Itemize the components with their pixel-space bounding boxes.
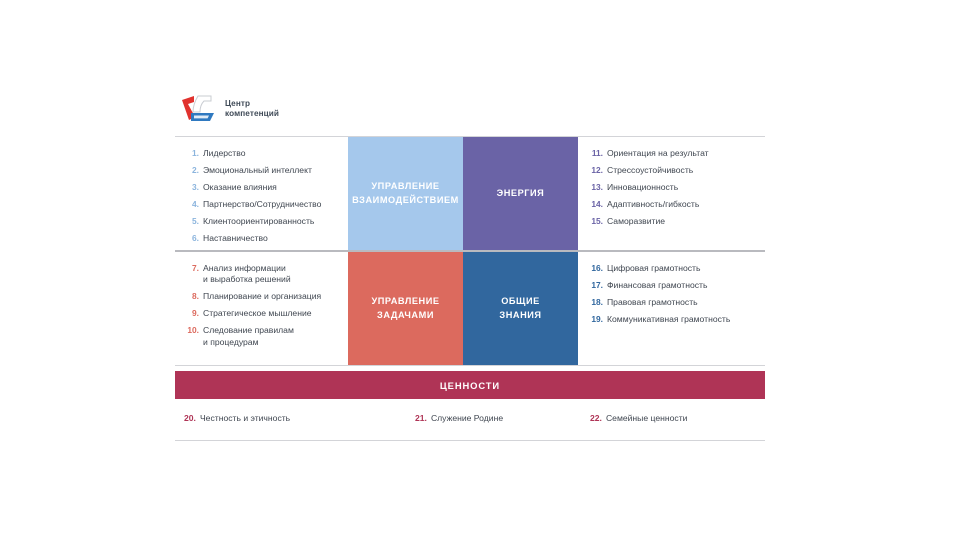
item-label: Честность и этичность: [199, 413, 291, 423]
item-number: 13.: [591, 181, 603, 192]
tile-energy[interactable]: ЭНЕРГИЯ: [463, 137, 578, 250]
matrix-middle-divider: [175, 250, 765, 252]
list-item: 17. Финансовая грамотность: [588, 280, 765, 291]
item-label: Эмоциональный интеллект: [203, 164, 312, 175]
values-items-row: 20. Честность и этичность 21. Служение Р…: [175, 413, 765, 435]
brand-logo: Центр компетенций: [178, 93, 279, 125]
centr-kompetenciy-logo-icon: [178, 93, 218, 125]
list-item: 4. Партнерство/Сотрудничество: [184, 199, 344, 210]
item-number: 8.: [192, 291, 199, 302]
item-number: 21.: [415, 413, 427, 423]
interaction-items-list: 1. Лидерство 2. Эмоциональный интеллект …: [175, 137, 348, 250]
item-label: Финансовая грамотность: [607, 279, 708, 290]
item-label: Ориентация на результат: [607, 148, 709, 158]
list-item: 20. Честность и этичность: [175, 413, 415, 435]
item-label: Анализ информации и выработка решений: [203, 263, 291, 285]
item-label: Стратегическое мышление: [203, 308, 312, 319]
tile-knowledge[interactable]: ОБЩИЕ ЗНАНИЯ: [463, 252, 578, 365]
item-label: Стрессоустойчивость: [607, 164, 694, 175]
item-number: 4.: [192, 198, 199, 209]
tasks-items-list: 7. Анализ информации и выработка решений…: [175, 252, 348, 365]
list-item: 5. Клиентоориентированность: [184, 216, 344, 227]
list-item: 21. Служение Родине: [415, 413, 590, 435]
item-number: 7.: [192, 263, 199, 273]
list-item: 6. Наставничество: [184, 233, 344, 244]
list-item: 13. Инновационность: [588, 182, 765, 193]
item-number: 22.: [590, 413, 602, 423]
matrix-row-bottom: 7. Анализ информации и выработка решений…: [175, 252, 765, 365]
matrix-row-top: 1. Лидерство 2. Эмоциональный интеллект …: [175, 137, 765, 250]
values-band[interactable]: ЦЕННОСТИ: [175, 371, 765, 399]
list-item: 12. Стрессоустойчивость: [588, 165, 765, 176]
list-item: 22. Семейные ценности: [590, 413, 765, 435]
item-number: 6.: [192, 232, 199, 243]
item-number: 9.: [192, 308, 199, 319]
list-item: 3. Оказание влияния: [184, 182, 344, 193]
item-label: Адаптивность/гибкость: [607, 198, 700, 209]
item-number: 17.: [591, 279, 603, 290]
matrix-bottom-divider: [175, 365, 765, 366]
item-label: Лидерство: [203, 148, 246, 158]
tile-tasks[interactable]: УПРАВЛЕНИЕ ЗАДАЧАМИ: [348, 252, 463, 365]
item-number: 2.: [192, 164, 199, 175]
item-label: Цифровая грамотность: [607, 263, 701, 273]
list-item: 10. Следование правилам и процедурам: [184, 325, 344, 348]
item-number: 1.: [192, 148, 199, 158]
item-number: 11.: [591, 148, 603, 158]
list-item: 14. Адаптивность/гибкость: [588, 199, 765, 210]
item-label: Саморазвитие: [607, 215, 666, 226]
tile-interaction[interactable]: УПРАВЛЕНИЕ ВЗАИМОДЕЙСТВИЕМ: [348, 137, 463, 250]
item-number: 20.: [184, 413, 196, 423]
list-item: 7. Анализ информации и выработка решений: [184, 263, 344, 286]
values-bottom-divider: [175, 440, 765, 441]
list-item: 9. Стратегическое мышление: [184, 308, 344, 319]
item-number: 3.: [192, 181, 199, 192]
item-label: Правовая грамотность: [607, 296, 698, 307]
header-divider: [175, 136, 765, 137]
competency-matrix: 1. Лидерство 2. Эмоциональный интеллект …: [175, 137, 765, 366]
list-item: 8. Планирование и организация: [184, 291, 344, 302]
item-number: 19.: [591, 313, 603, 324]
item-label: Семейные ценности: [605, 413, 688, 423]
list-item: 15. Саморазвитие: [588, 216, 765, 227]
list-item: 2. Эмоциональный интеллект: [184, 165, 344, 176]
item-number: 14.: [591, 198, 603, 209]
item-number: 10.: [187, 325, 199, 336]
brand-name: Центр компетенций: [225, 98, 280, 119]
item-label: Клиентоориентированность: [203, 215, 315, 226]
item-label: Инновационность: [607, 181, 679, 192]
list-item: 1. Лидерство: [184, 148, 344, 159]
item-number: 5.: [192, 215, 199, 226]
item-number: 12.: [591, 164, 603, 175]
item-label: Коммуникативная грамотность: [607, 313, 731, 324]
list-item: 11. Ориентация на результат: [588, 148, 765, 159]
item-label: Оказание влияния: [203, 181, 277, 192]
energy-items-list: 11. Ориентация на результат 12. Стрессоу…: [578, 137, 765, 250]
item-label: Партнерство/Сотрудничество: [203, 198, 322, 209]
item-number: 18.: [591, 296, 603, 307]
item-number: 16.: [591, 263, 603, 273]
list-item: 18. Правовая грамотность: [588, 297, 765, 308]
knowledge-items-list: 16. Цифровая грамотность 17. Финансовая …: [578, 252, 765, 365]
item-label: Служение Родине: [430, 413, 504, 423]
item-label: Планирование и организация: [203, 291, 322, 302]
list-item: 16. Цифровая грамотность: [588, 263, 765, 274]
item-number: 15.: [591, 215, 603, 226]
list-item: 19. Коммуникативная грамотность: [588, 314, 765, 325]
item-label: Следование правилам и процедурам: [203, 325, 294, 347]
item-label: Наставничество: [203, 232, 268, 243]
